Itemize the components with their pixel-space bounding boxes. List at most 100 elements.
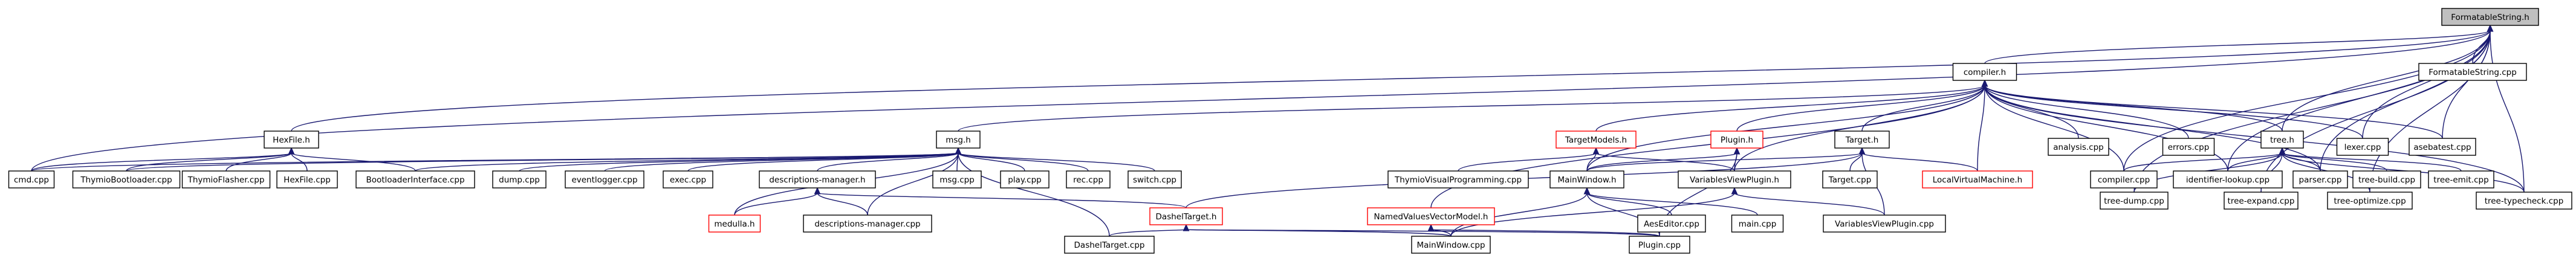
- node-tdump_cpp-box: [2100, 192, 2169, 210]
- edge-dashel_h-to-plugin_cpp: [1183, 224, 1660, 237]
- node-temit_cpp-label: tree-emit.cpp: [2433, 175, 2488, 185]
- node-hexfile_h[interactable]: HexFile.h: [264, 131, 319, 149]
- node-evlog_cpp-label: eventlogger.cpp: [571, 175, 637, 185]
- node-compiler_h[interactable]: compiler.h: [1952, 63, 2017, 81]
- node-bootif_cpp-label: BootloaderInterface.cpp: [366, 175, 464, 185]
- node-plugin_h-box: [1710, 131, 1763, 149]
- edge-tm_h-to-tvp_cpp: [1458, 147, 1600, 172]
- node-mainwindow_h-box: [1549, 170, 1624, 189]
- node-tdump_cpp[interactable]: tree-dump.cpp: [2100, 192, 2169, 210]
- node-aes_cpp-label: AesEditor.cpp: [1644, 219, 1699, 229]
- node-analysis_cpp-box: [2048, 138, 2109, 156]
- node-asebatest_cpp-box: [2409, 138, 2476, 156]
- node-plugin_h[interactable]: Plugin.h: [1710, 131, 1763, 149]
- node-lvm_h[interactable]: LocalVirtualMachine.h: [1922, 170, 2033, 189]
- node-msg_h[interactable]: msg.h: [936, 131, 981, 149]
- node-dashel_h-label: DashelTarget.h: [1156, 212, 1217, 222]
- node-nvvm_h[interactable]: NamedValuesVectorModel.h: [1367, 207, 1495, 225]
- edge-plugin_h-to-mainwindow_h: [1586, 147, 1741, 172]
- node-fs_cpp[interactable]: FormatableString.cpp: [2418, 63, 2527, 81]
- node-dashel_h[interactable]: DashelTarget.h: [1149, 207, 1223, 225]
- node-plugin_cpp[interactable]: Plugin.cpp: [1629, 236, 1690, 254]
- node-tvp_cpp[interactable]: ThymioVisualProgramming.cpp: [1387, 170, 1529, 189]
- edge-compiler_h-to-mainwindow_h: [1586, 79, 1988, 172]
- node-analysis_cpp[interactable]: analysis.cpp: [2048, 138, 2109, 156]
- node-msg_h-box: [936, 131, 981, 149]
- node-mainwindow_h[interactable]: MainWindow.h: [1549, 170, 1624, 189]
- node-target_cpp-box: [1822, 170, 1878, 189]
- node-descmgr_cpp-label: descriptions-manager.cpp: [814, 219, 920, 229]
- node-descmgr_cpp[interactable]: descriptions-manager.cpp: [803, 214, 932, 233]
- node-dashel_cpp[interactable]: DashelTarget.cpp: [1064, 236, 1155, 254]
- node-temit_cpp[interactable]: tree-emit.cpp: [2428, 170, 2494, 189]
- node-switch_cpp-label: switch.cpp: [1133, 175, 1176, 185]
- node-ttype_cpp[interactable]: tree-typecheck.cpp: [2476, 192, 2572, 210]
- node-topt_cpp[interactable]: tree-optimize.cpp: [2327, 192, 2413, 210]
- node-tree_h[interactable]: tree.h: [2260, 131, 2304, 149]
- node-bootif_cpp[interactable]: BootloaderInterface.cpp: [355, 170, 475, 189]
- node-descmgr_cpp-box: [803, 214, 932, 233]
- node-root-box: [2441, 8, 2539, 26]
- node-compiler_cpp[interactable]: compiler.cpp: [2090, 170, 2158, 189]
- node-vvp_cpp[interactable]: VariablesViewPlugin.cpp: [1823, 214, 1946, 233]
- node-root[interactable]: FormatableString.h: [2441, 8, 2539, 26]
- node-lexer_cpp[interactable]: lexer.cpp: [2336, 138, 2389, 156]
- node-switch_cpp-box: [1127, 170, 1182, 189]
- edge-compiler_h-to-vvp_h: [1734, 79, 1988, 172]
- node-play_cpp[interactable]: play.cpp: [1000, 170, 1050, 189]
- node-play_cpp-label: play.cpp: [1008, 175, 1042, 185]
- node-analysis_cpp-label: analysis.cpp: [2053, 143, 2104, 152]
- node-target_h-label: Target.h: [1845, 135, 1879, 145]
- node-evlog_cpp[interactable]: eventlogger.cpp: [565, 170, 644, 189]
- edge-layer: [31, 24, 2525, 237]
- node-texpand_cpp-box: [2224, 192, 2299, 210]
- node-parser_cpp[interactable]: parser.cpp: [2292, 170, 2348, 189]
- node-main_cpp[interactable]: main.cpp: [1731, 214, 1784, 233]
- node-asebatest_cpp[interactable]: asebatest.cpp: [2409, 138, 2476, 156]
- node-rec_cpp-box: [1066, 170, 1111, 189]
- node-compiler_cpp-label: compiler.cpp: [2098, 175, 2150, 185]
- node-tbuild_cpp[interactable]: tree-build.cpp: [2352, 170, 2421, 189]
- node-tflash_cpp-label: ThymioFlasher.cpp: [187, 175, 265, 185]
- node-tree_h-box: [2260, 131, 2304, 149]
- node-fs_cpp-label: FormatableString.cpp: [2428, 68, 2517, 77]
- node-switch_cpp[interactable]: switch.cpp: [1127, 170, 1182, 189]
- node-medulla_h[interactable]: medulla.h: [708, 214, 761, 233]
- edge-descmgr_h-to-medulla_h: [734, 187, 821, 216]
- node-idlookup_cpp[interactable]: identifier-lookup.cpp: [2173, 170, 2283, 189]
- node-tm_h-box: [1556, 131, 1637, 149]
- edge-target_h-to-lvm_h: [1858, 147, 1978, 172]
- node-tboot_cpp[interactable]: ThymioBootloader.cpp: [72, 170, 181, 189]
- node-msg_h-label: msg.h: [946, 135, 971, 145]
- edge-msg_h-to-dashel_cpp: [955, 147, 1110, 237]
- node-vvp_h[interactable]: VariablesViewPlugin.h: [1678, 170, 1791, 189]
- node-dump_cpp[interactable]: dump.cpp: [492, 170, 547, 189]
- node-main_cpp-label: main.cpp: [1739, 219, 1777, 229]
- node-cmd_cpp[interactable]: cmd.cpp: [8, 170, 55, 189]
- node-aes_cpp[interactable]: AesEditor.cpp: [1637, 214, 1706, 233]
- node-lexer_cpp-box: [2336, 138, 2389, 156]
- node-compiler_cpp-box: [2090, 170, 2158, 189]
- node-exec_cpp[interactable]: exec.cpp: [663, 170, 713, 189]
- node-cmd_cpp-label: cmd.cpp: [14, 175, 49, 185]
- node-idlookup_cpp-label: identifier-lookup.cpp: [2186, 175, 2269, 185]
- node-tboot_cpp-label: ThymioBootloader.cpp: [80, 175, 172, 185]
- edge-hexfile_h-to-cmd_cpp: [31, 147, 295, 172]
- node-target_h[interactable]: Target.h: [1834, 131, 1890, 149]
- node-texpand_cpp[interactable]: tree-expand.cpp: [2224, 192, 2299, 210]
- node-tflash_cpp[interactable]: ThymioFlasher.cpp: [181, 170, 271, 189]
- node-hexfile_cpp[interactable]: HexFile.cpp: [276, 170, 338, 189]
- node-errors_cpp[interactable]: errors.cpp: [2162, 138, 2215, 156]
- node-mainwin_cpp[interactable]: MainWindow.cpp: [1411, 236, 1491, 254]
- node-msg_cpp[interactable]: msg.cpp: [932, 170, 982, 189]
- node-tvp_cpp-label: ThymioVisualProgramming.cpp: [1394, 175, 1522, 185]
- node-tm_h[interactable]: TargetModels.h: [1556, 131, 1637, 149]
- node-dump_cpp-box: [492, 170, 547, 189]
- node-hexfile_h-label: HexFile.h: [273, 135, 310, 145]
- node-target_cpp[interactable]: Target.cpp: [1822, 170, 1878, 189]
- node-exec_cpp-box: [663, 170, 713, 189]
- node-descmgr_h[interactable]: descriptions-manager.h: [759, 170, 876, 189]
- node-tm_h-label: TargetModels.h: [1565, 135, 1627, 145]
- node-rec_cpp[interactable]: rec.cpp: [1066, 170, 1111, 189]
